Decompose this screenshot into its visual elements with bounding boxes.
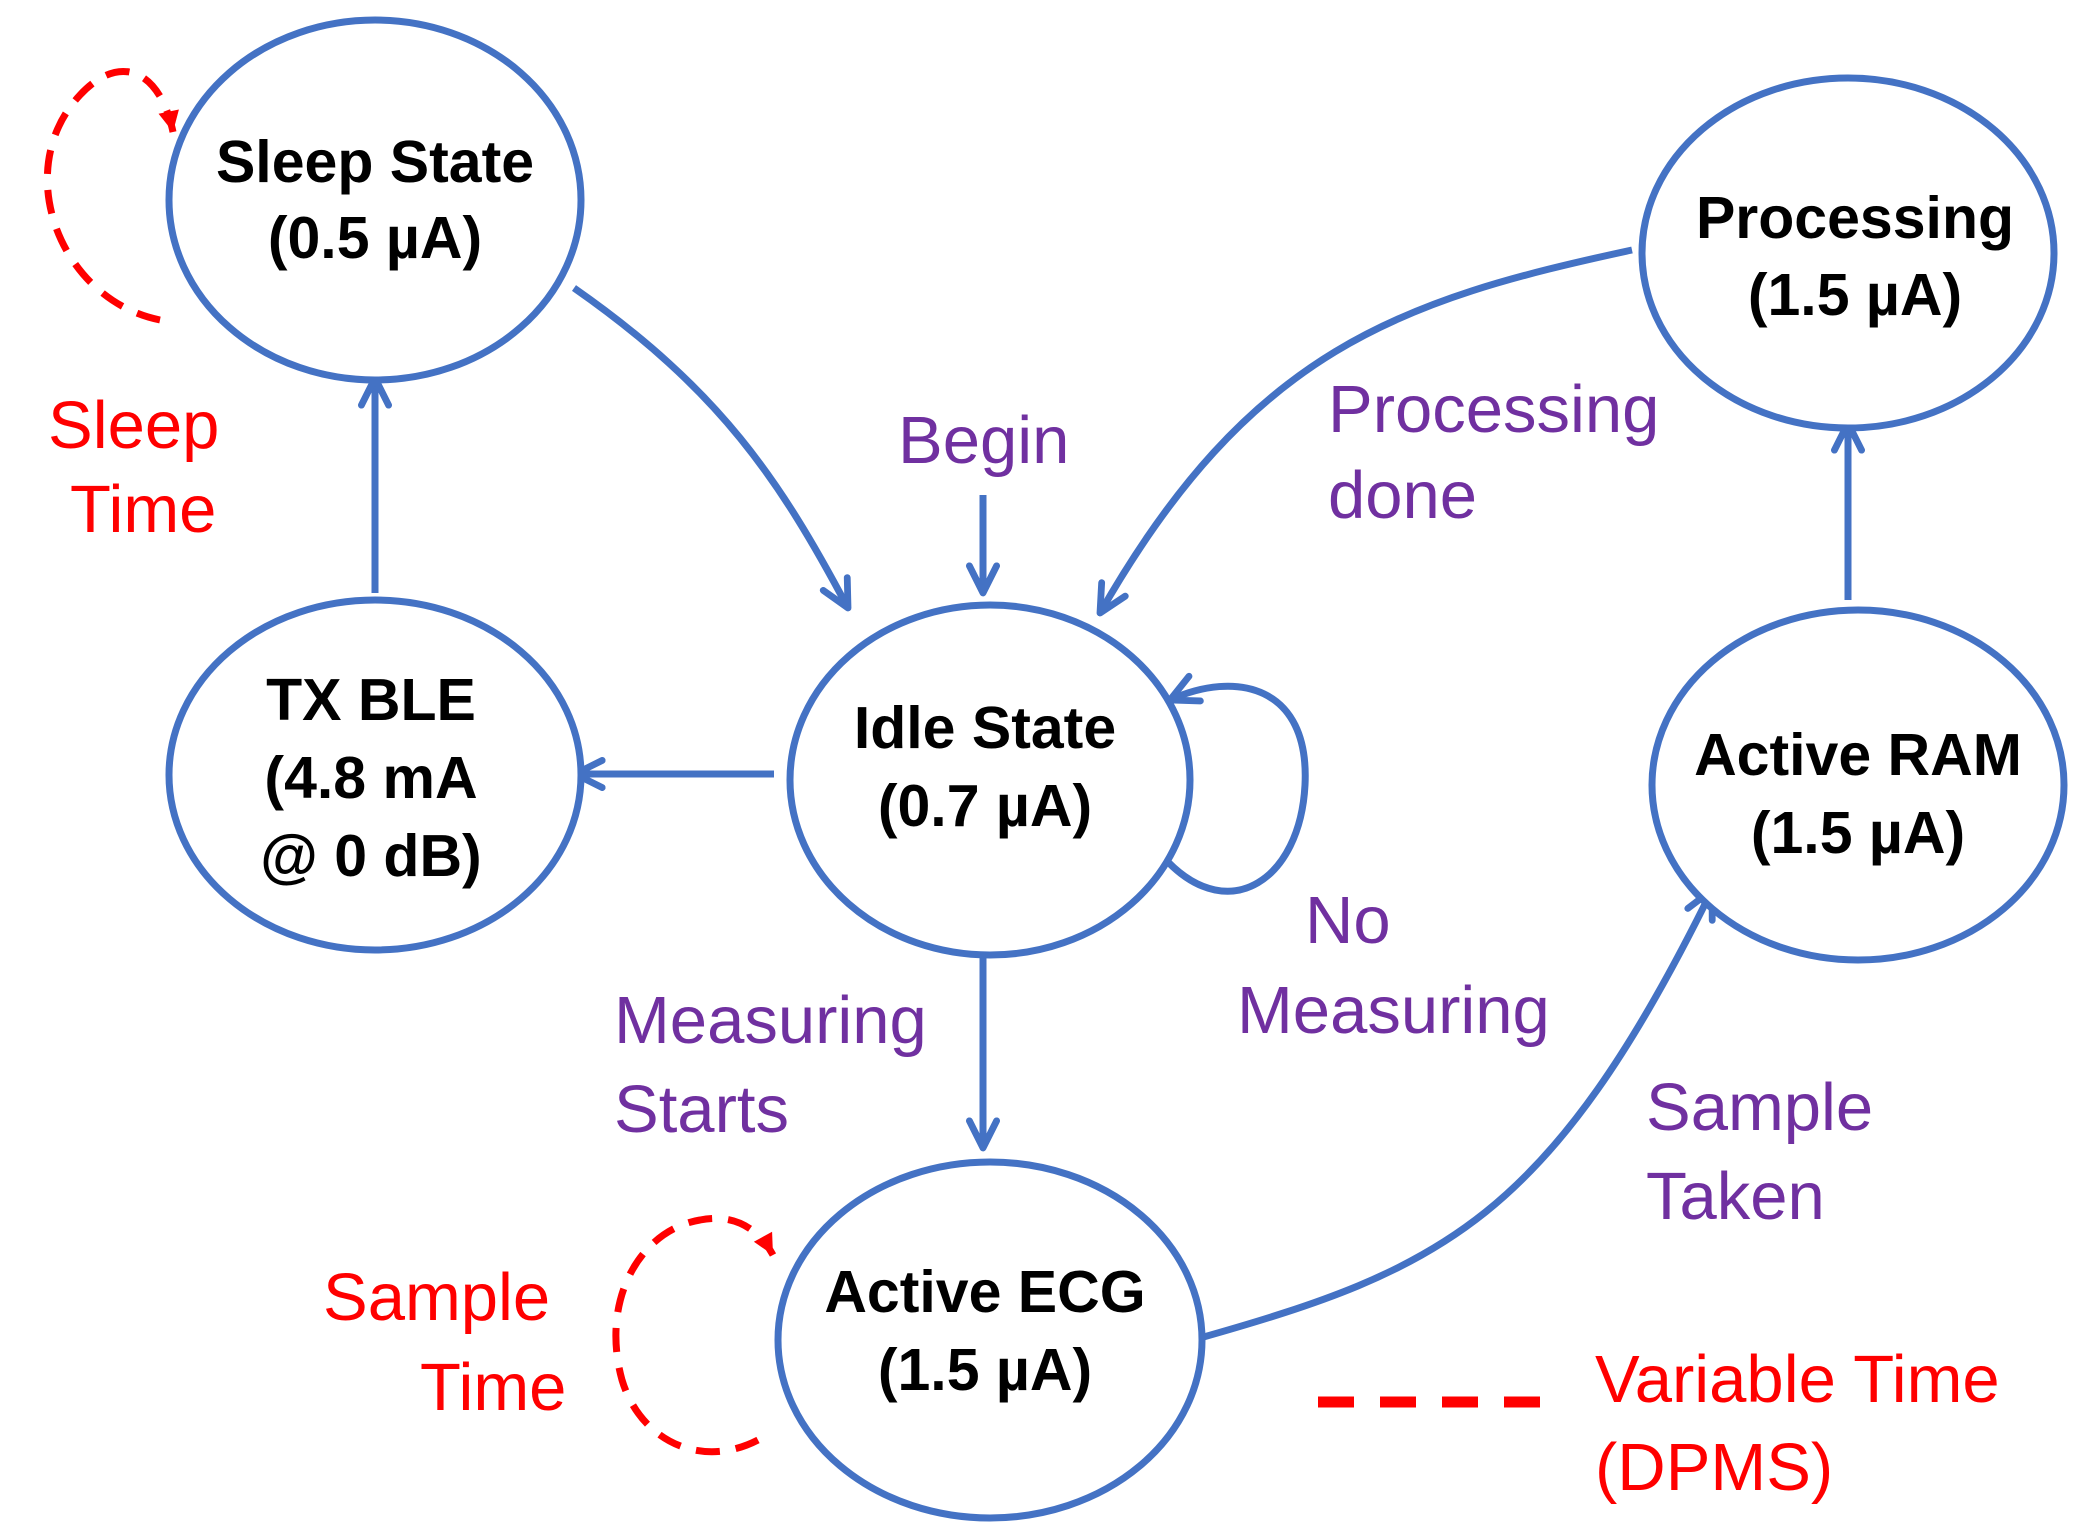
label-sleep-time-line1: Sleep: [48, 388, 219, 463]
label-sample-time-line2: Time: [420, 1350, 566, 1425]
state-idle-current: (0.7 µA): [878, 773, 1092, 839]
state-processing-current: (1.5 µA): [1748, 262, 1962, 328]
state-processing: Processing (1.5 µA): [1638, 74, 2058, 432]
legend: Variable Time (DPMS): [1318, 1342, 2000, 1505]
state-idle: Idle State (0.7 µA): [786, 601, 1194, 959]
ecg-dashed-loop: [612, 1214, 777, 1456]
label-no-measuring-line1: No: [1305, 883, 1391, 958]
label-no-measuring-line2: Measuring: [1237, 973, 1550, 1048]
label-sample-taken-line2: Taken: [1646, 1159, 1825, 1234]
label-begin: Begin: [898, 403, 1069, 478]
state-tx-ble-name: TX BLE: [266, 667, 476, 733]
arrow-sleep-to-idle: [571, 285, 852, 612]
arrow-processing-to-idle: [1096, 246, 1633, 617]
state-tx-ble-power: @ 0 dB): [260, 823, 481, 889]
state-sleep: Sleep State (0.5 µA): [165, 16, 585, 384]
state-active-ecg: Active ECG (1.5 µA): [774, 1158, 1206, 1522]
label-sample-time-line1: Sample: [323, 1260, 550, 1335]
state-active-ram-name: Active RAM: [1694, 722, 2022, 788]
label-sample-taken-line1: Sample: [1646, 1070, 1873, 1145]
state-idle-name: Idle State: [854, 695, 1116, 761]
state-active-ram: Active RAM (1.5 µA): [1648, 606, 2068, 964]
state-active-ecg-current: (1.5 µA): [878, 1337, 1092, 1403]
state-sleep-name: Sleep State: [216, 129, 534, 195]
state-active-ecg-name: Active ECG: [824, 1259, 1145, 1325]
state-tx-ble-current: (4.8 mA: [264, 745, 477, 811]
arrow-ecg-to-ram: [1199, 886, 1716, 1342]
arrow-idle-self-loop: [1165, 672, 1309, 895]
legend-line2: (DPMS): [1595, 1430, 1833, 1505]
label-processing-done-line1: Processing: [1328, 372, 1659, 447]
label-measuring-starts-line1: Measuring: [614, 983, 927, 1058]
state-processing-name: Processing: [1696, 185, 2014, 251]
sleep-dashed-loop: [43, 67, 179, 324]
state-sleep-current: (0.5 µA): [268, 205, 482, 271]
label-sleep-time-line2: Time: [70, 472, 216, 547]
state-tx-ble: TX BLE (4.8 mA @ 0 dB): [165, 596, 585, 954]
label-processing-done-line2: done: [1328, 458, 1477, 533]
state-active-ram-current: (1.5 µA): [1751, 800, 1965, 866]
label-measuring-starts-line2: Starts: [614, 1072, 789, 1147]
legend-line1: Variable Time: [1595, 1342, 2000, 1417]
